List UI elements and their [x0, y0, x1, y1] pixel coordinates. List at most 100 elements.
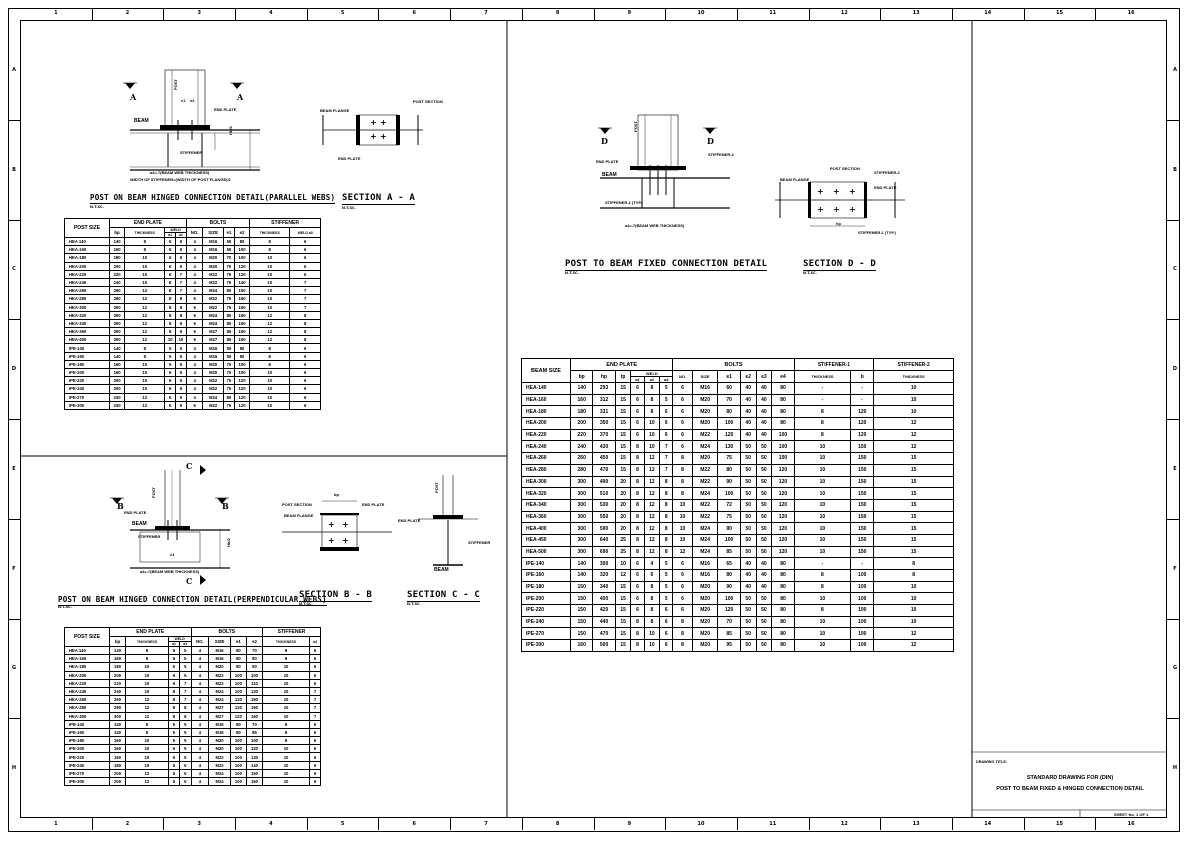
- table-cell: 150: [245, 695, 264, 705]
- table-cell: 15: [614, 627, 632, 641]
- table-cell: HEA-240: [521, 440, 571, 454]
- table-cell: 10: [672, 498, 693, 512]
- table-cell: 12: [249, 327, 291, 337]
- table-cell: 10: [124, 359, 166, 370]
- table-cell: 7: [659, 463, 674, 477]
- table-cell: 8: [124, 245, 166, 255]
- table-cell: 150: [569, 604, 594, 617]
- table-cell: 160: [233, 302, 251, 312]
- table-cell: 4: [190, 678, 210, 688]
- table-cell: 120: [233, 392, 251, 402]
- table-cell: M20: [691, 417, 719, 430]
- svg-text:+: +: [817, 205, 824, 214]
- table-cell: 8: [643, 405, 661, 419]
- scc-stiffener-label: STIFFENER: [468, 540, 491, 545]
- table-cell: 100: [717, 487, 741, 500]
- table-cell: 150: [569, 592, 594, 606]
- table-cell: 100: [233, 245, 251, 255]
- table-cell: 100: [771, 452, 795, 465]
- table-cell: 12: [643, 522, 661, 535]
- table-cell: 4: [190, 686, 210, 697]
- table-cell: 120: [771, 487, 795, 500]
- table-cell: 6: [289, 343, 321, 353]
- table-cell: 8: [793, 428, 852, 442]
- zone-letter: B: [12, 166, 16, 173]
- d3-post-label: POST: [632, 121, 638, 132]
- zone-tick: [235, 8, 237, 20]
- table-cell: 160: [245, 711, 264, 721]
- zone-tick: [8, 718, 20, 720]
- table-cell: IPE-220: [64, 376, 110, 386]
- table-cell: 10: [249, 392, 291, 402]
- detail-perpendicular-webs-drawing: [110, 465, 230, 585]
- zone-tick: [1095, 8, 1097, 20]
- table-cell: 8: [643, 615, 661, 629]
- table-cell: 6: [185, 310, 204, 320]
- table-cell: 120: [850, 417, 875, 430]
- table-cell: 5: [659, 592, 674, 606]
- table-cell: 8: [793, 580, 852, 594]
- table-cell: 4: [190, 768, 210, 779]
- table-cell: 90: [245, 662, 264, 672]
- table-cell: 8: [630, 627, 645, 641]
- table-cell: 160: [108, 736, 127, 746]
- table-cell: 8: [175, 294, 187, 304]
- table-cell: 8: [793, 604, 852, 617]
- table-cell: HEA-200: [521, 417, 571, 430]
- table-cell: 4: [185, 384, 204, 394]
- table-cell: 8: [164, 294, 177, 304]
- table-cell: 150: [850, 463, 875, 477]
- table-cell: 8: [659, 522, 674, 535]
- zone-tick: [8, 319, 20, 321]
- table-cell: IPE-140: [64, 719, 110, 729]
- table-cell: 12: [873, 639, 954, 652]
- table-cell: 6: [164, 253, 177, 263]
- zone-tick: [235, 818, 237, 830]
- sdd-stiffener1-label: STIFFENER-1 (TYP.): [858, 230, 896, 235]
- zone-tick: [1023, 8, 1025, 20]
- table-cell: 75: [222, 269, 235, 279]
- table-cell: 8: [672, 627, 693, 641]
- table-cell: M24: [208, 768, 231, 779]
- table-cell: 120: [771, 475, 795, 489]
- table-cell: 50: [755, 545, 773, 559]
- table-cell: 90: [717, 580, 741, 594]
- table-cell: 200: [569, 417, 594, 430]
- table-cell: 8: [125, 727, 169, 738]
- table-cell: 6: [630, 417, 645, 430]
- table-cell: M24: [202, 310, 224, 320]
- table-cell: 90: [717, 522, 741, 535]
- table-cell: 8: [164, 318, 177, 329]
- table-cell: 8: [630, 498, 645, 512]
- svg-text:+: +: [817, 187, 824, 196]
- table-cell: 6: [289, 392, 321, 402]
- table-cell: M20: [691, 627, 719, 641]
- zone-letter: H: [11, 765, 17, 772]
- table-cell: 6: [167, 670, 181, 680]
- table-cell: -: [793, 557, 852, 570]
- table-cell: IPE-220: [521, 604, 571, 617]
- table-cell: 420: [592, 604, 616, 617]
- table-cell: 8: [630, 522, 645, 535]
- table-cell: 85: [222, 335, 235, 345]
- zone-number: 15: [1055, 10, 1063, 16]
- table-cell: 5: [179, 654, 192, 664]
- d3-stiffener1-label: STIFFENER-1 (TYP.): [605, 200, 643, 205]
- table-cell: 8: [249, 351, 291, 361]
- table-cell: 4: [190, 670, 210, 680]
- table-cell: 50: [739, 545, 757, 559]
- zone-tick: [306, 818, 308, 830]
- table-cell: 10: [125, 678, 169, 688]
- table-cell: 80: [771, 569, 795, 582]
- table-cell: 6: [630, 382, 645, 395]
- table-cell: 15: [614, 440, 632, 454]
